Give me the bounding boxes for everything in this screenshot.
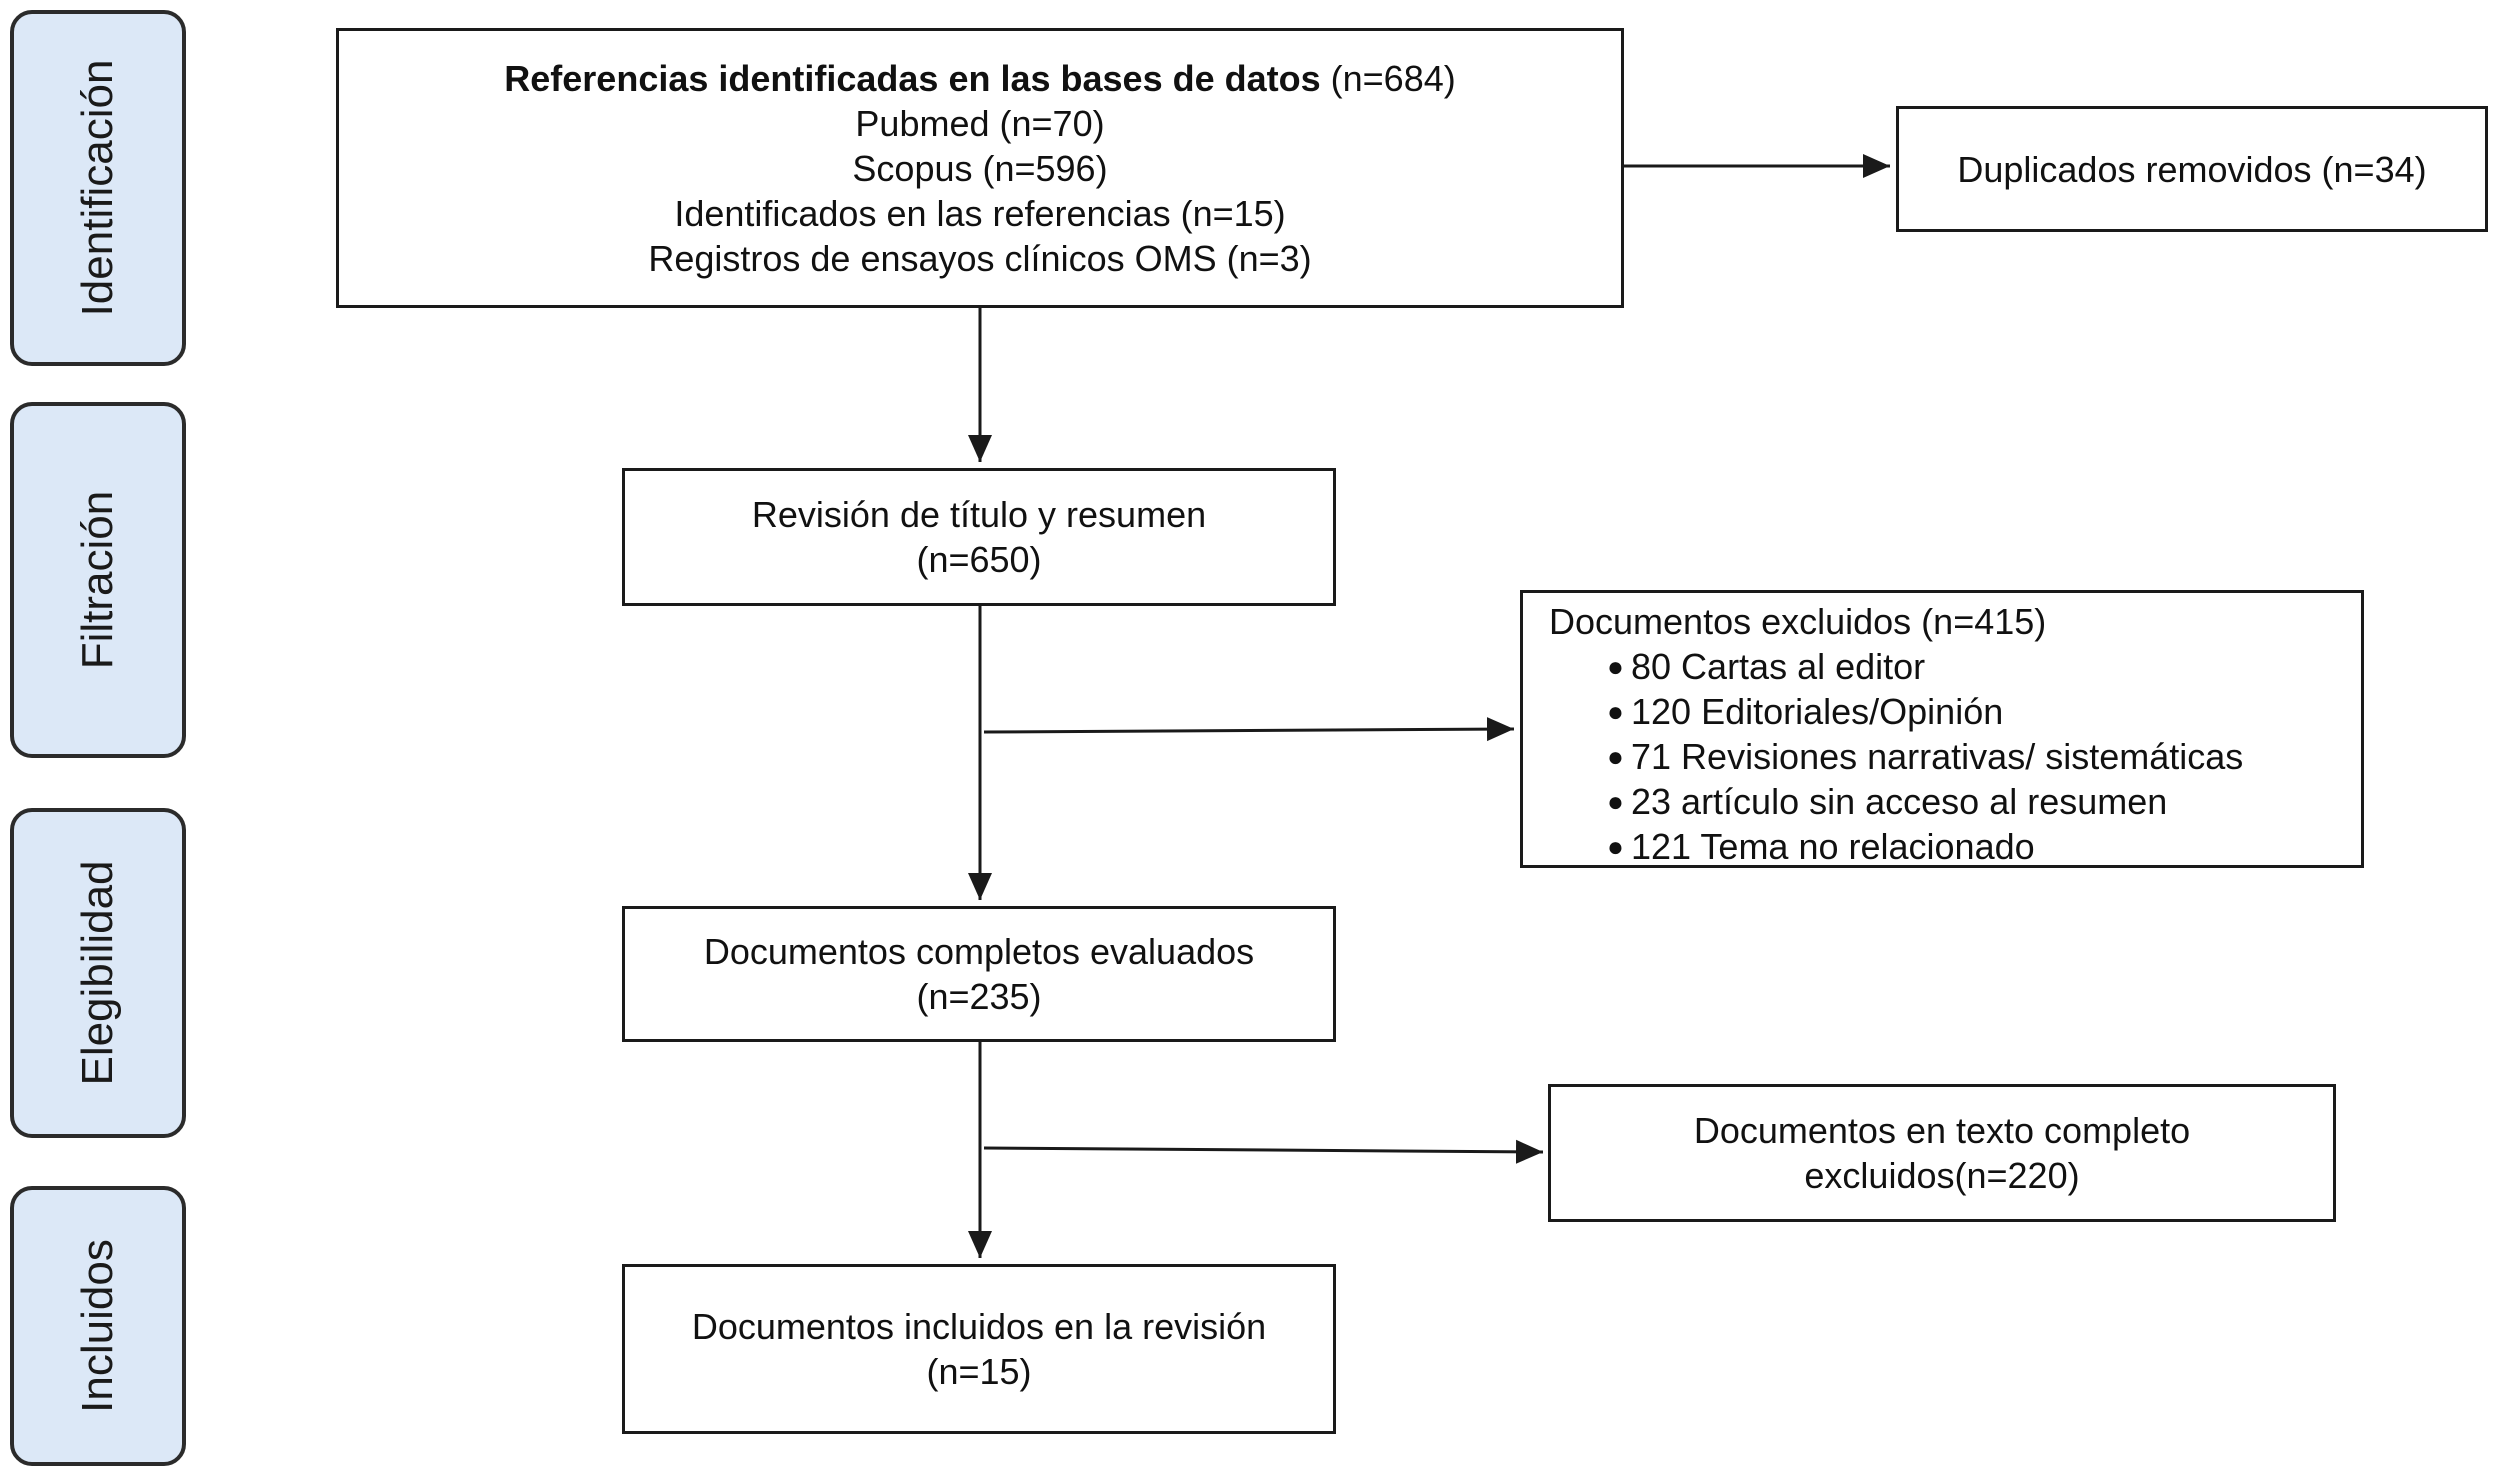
identification-line-references: Identificados en las referencias (n=15) — [674, 192, 1286, 234]
fulltext-title: Documentos completos evaluados — [703, 931, 1255, 972]
included-count: (n=15) — [926, 1351, 1032, 1392]
fulltext-box: Documentos completos evaluados (n=235) — [622, 906, 1336, 1042]
identification-line-scopus: Scopus (n=596) — [852, 147, 1108, 189]
duplicates-text: Duplicados removidos (n=34) — [1957, 148, 2427, 190]
excluded-title: Documentos excluidos (n=415) — [1549, 601, 2047, 642]
list-item: ●120 Editoriales/Opinión — [1549, 689, 2243, 734]
duplicates-box: Duplicados removidos (n=34) — [1896, 106, 2488, 232]
stage-elegibilidad: Elegibilidad — [10, 808, 186, 1138]
identification-title: Referencias identificadas en las bases d… — [504, 57, 1321, 99]
fulltext-excluded-title: Documentos en texto completo — [1693, 1110, 2191, 1151]
identification-line-pubmed: Pubmed (n=70) — [855, 102, 1105, 144]
list-item: ●80 Cartas al editor — [1549, 644, 2243, 689]
excluded-item-editoriales: 120 Editoriales/Opinión — [1631, 691, 2004, 732]
bullet-icon: ● — [1607, 696, 1624, 727]
fulltext-excluded-count: excluidos(n=220) — [1804, 1155, 2080, 1196]
included-title: Documentos incluidos en la revisión — [691, 1306, 1267, 1347]
bullet-icon: ● — [1607, 831, 1624, 862]
excluded-box: Documentos excluidos (n=415) ●80 Cartas … — [1520, 590, 2364, 868]
stage-identificacion: Identificación — [10, 10, 186, 366]
identification-line-oms: Registros de ensayos clínicos OMS (n=3) — [648, 237, 1312, 279]
screening-count: (n=650) — [916, 539, 1042, 580]
identification-box: Referencias identificadas en las bases d… — [336, 28, 1624, 308]
identification-title-line: Referencias identificadas en las bases d… — [504, 56, 1455, 101]
excluded-item-tema: 121 Tema no relacionado — [1631, 826, 2035, 867]
stage-incluidos: Incluidos — [10, 1186, 186, 1466]
fulltext-count: (n=235) — [916, 976, 1042, 1017]
arrow-to-excluded — [983, 717, 1515, 742]
excluded-item-revisiones: 71 Revisiones narrativas/ sistemáticas — [1631, 736, 2244, 777]
included-box: Documentos incluidos en la revisión (n=1… — [622, 1264, 1336, 1434]
excluded-list: ●80 Cartas al editor ●120 Editoriales/Op… — [1549, 644, 2243, 869]
identification-total: (n=684) — [1330, 57, 1456, 99]
screening-title: Revisión de título y resumen — [751, 494, 1207, 535]
screening-box: Revisión de título y resumen (n=650) — [622, 468, 1336, 606]
fulltext-excluded-box: Documentos en texto completo excluidos(n… — [1548, 1084, 2336, 1222]
list-item: ●121 Tema no relacionado — [1549, 824, 2243, 869]
bullet-icon: ● — [1607, 651, 1624, 682]
list-item: ●23 artículo sin acceso al resumen — [1549, 779, 2243, 824]
excluded-item-cartas: 80 Cartas al editor — [1631, 646, 1926, 687]
bullet-icon: ● — [1607, 786, 1624, 817]
excluded-item-sin-acceso: 23 artículo sin acceso al resumen — [1631, 781, 2168, 822]
stage-filtracion: Filtración — [10, 402, 186, 758]
bullet-icon: ● — [1607, 741, 1624, 772]
list-item: ●71 Revisiones narrativas/ sistemáticas — [1549, 734, 2243, 779]
arrow-to-fulltext-excluded — [983, 1139, 1544, 1164]
